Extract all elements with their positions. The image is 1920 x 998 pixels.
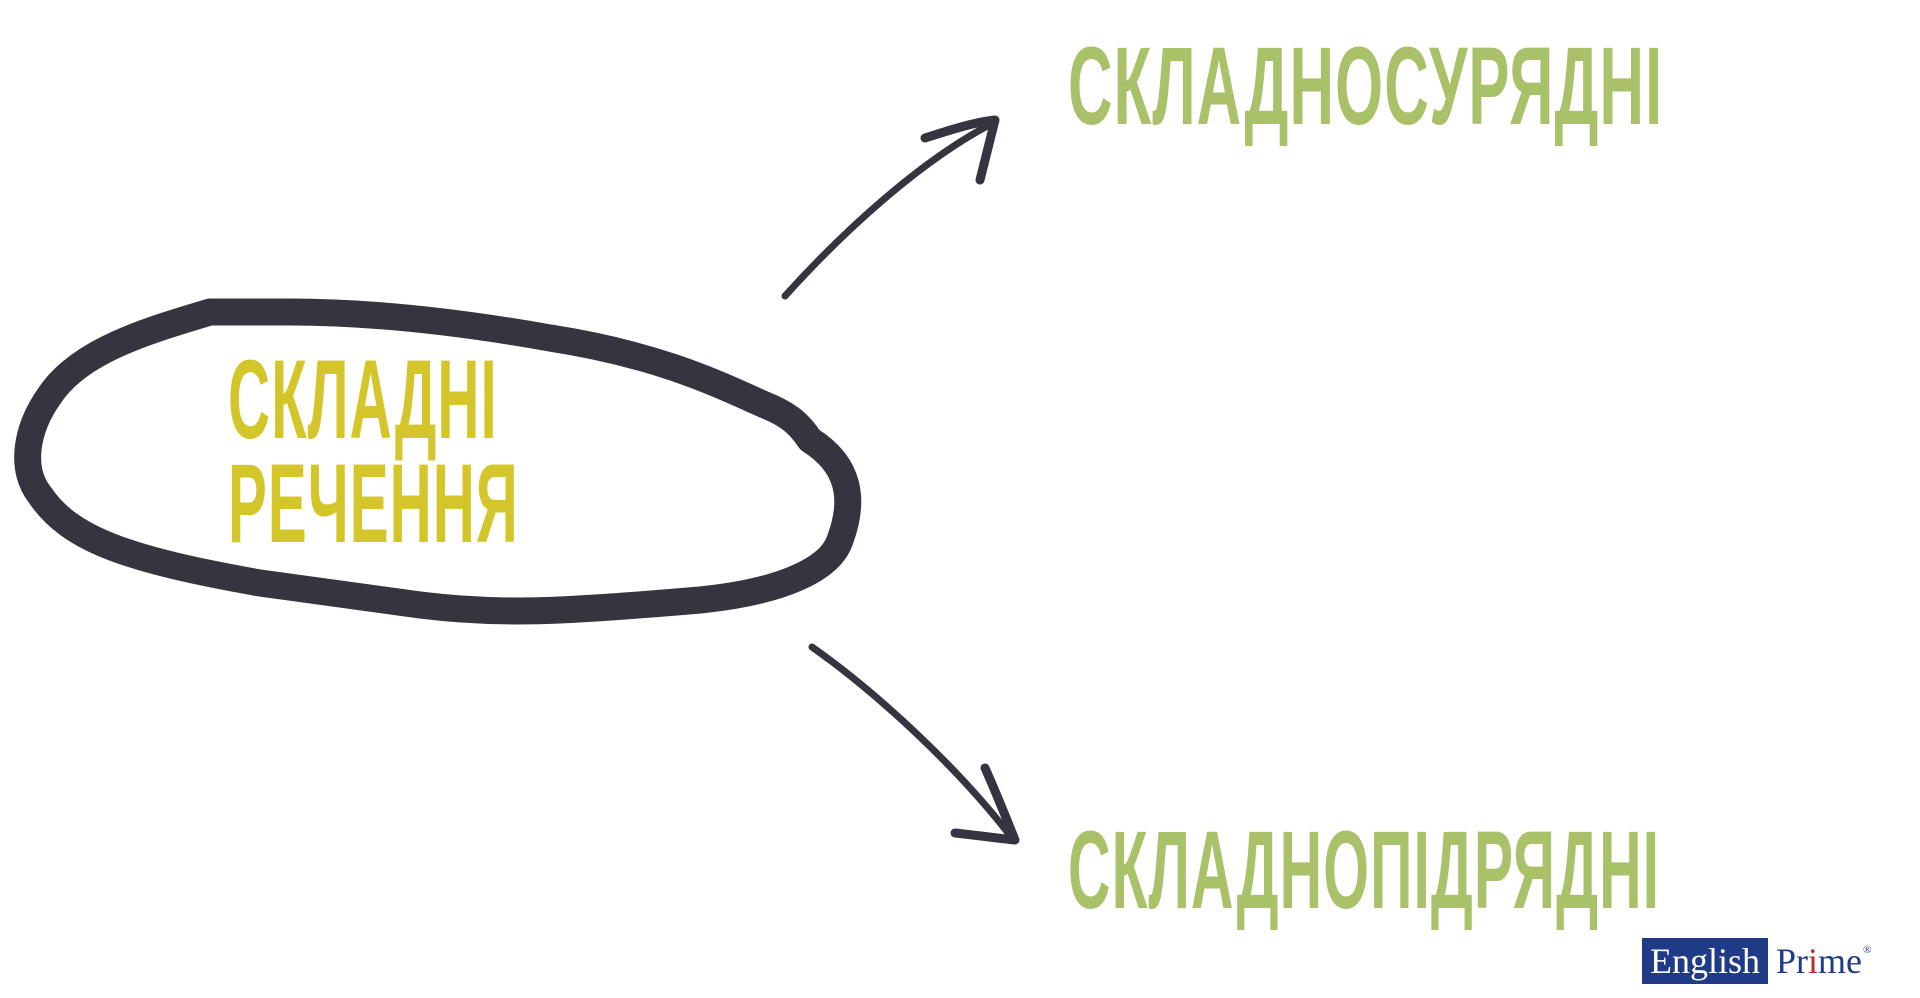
center-label: СКЛАДНІ РЕЧЕННЯ: [228, 337, 519, 567]
branch-label-subordinate: СКЛАДНОПІДРЯДНІ: [1068, 809, 1661, 932]
logo-english-box: English: [1642, 938, 1769, 984]
branch-label-coordinate: СКЛАДНОСУРЯДНІ: [1068, 25, 1664, 148]
logo-prime-text-i: i: [1808, 941, 1819, 981]
logo-prime-text-a: Pr: [1776, 941, 1809, 981]
arrow-up-head: [920, 115, 1000, 185]
center-label-line1: СКЛАДНІ: [228, 337, 498, 462]
arrow-down-head: [950, 763, 1020, 845]
logo-prime-text-b: me: [1818, 941, 1863, 981]
arrow-down-shaft: [808, 643, 1016, 842]
center-label-line2: РЕЧЕННЯ: [228, 441, 519, 567]
logo-english-text: English: [1650, 941, 1761, 981]
arrow-up-shaft: [781, 118, 999, 300]
center-ellipse: [14, 298, 862, 625]
registered-mark: ®: [1863, 944, 1872, 956]
